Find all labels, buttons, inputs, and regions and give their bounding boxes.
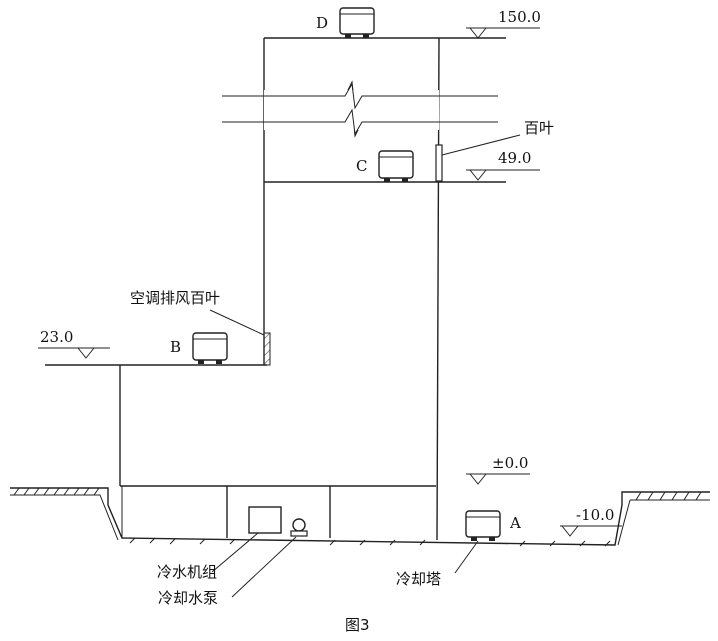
cooling-pump (290, 518, 308, 537)
svg-text:49.0: 49.0 (498, 149, 531, 167)
svg-text:C: C (356, 157, 367, 175)
ac-exhaust-louver-label: 空调排风百叶 (130, 289, 220, 307)
elevation-marker-podium: 23.0 (38, 328, 110, 359)
elevation-marker-upper: 49.0 (466, 149, 540, 181)
tower (222, 37, 506, 541)
pump-leader (231, 536, 297, 598)
louver-label: 百叶 (524, 119, 554, 137)
ground-line (10, 487, 710, 547)
elevation-marker-basement: -10.0 (560, 506, 622, 537)
svg-text:±0.0: ±0.0 (492, 454, 528, 472)
svg-text:-10.0: -10.0 (576, 506, 614, 524)
svg-text:B: B (170, 338, 181, 356)
louver-exhaust (209, 309, 271, 366)
podium (45, 364, 267, 486)
cooling-tower-label: 冷却塔 (396, 570, 441, 588)
chiller-label: 冷水机组 (157, 563, 217, 581)
svg-text:A: A (509, 514, 521, 532)
unit-b: B (170, 332, 228, 364)
chiller-unit (248, 506, 282, 534)
elevation-marker-top: 150.0 (466, 8, 541, 39)
chiller-leader (211, 532, 259, 573)
basement (120, 485, 436, 538)
elevation-marker-ground: ±0.0 (466, 454, 530, 485)
svg-text:23.0: 23.0 (40, 328, 73, 346)
unit-c: C (356, 150, 414, 182)
figure-caption: 图3 (345, 616, 370, 634)
louver-upper (435, 134, 521, 182)
svg-text:150.0: 150.0 (498, 8, 541, 26)
tower-leader (454, 540, 479, 574)
unit-d: D (316, 7, 375, 38)
unit-a-cooling-tower: A (465, 510, 521, 541)
cooling-pump-label: 冷却水泵 (158, 589, 218, 607)
svg-text:D: D (316, 14, 328, 32)
